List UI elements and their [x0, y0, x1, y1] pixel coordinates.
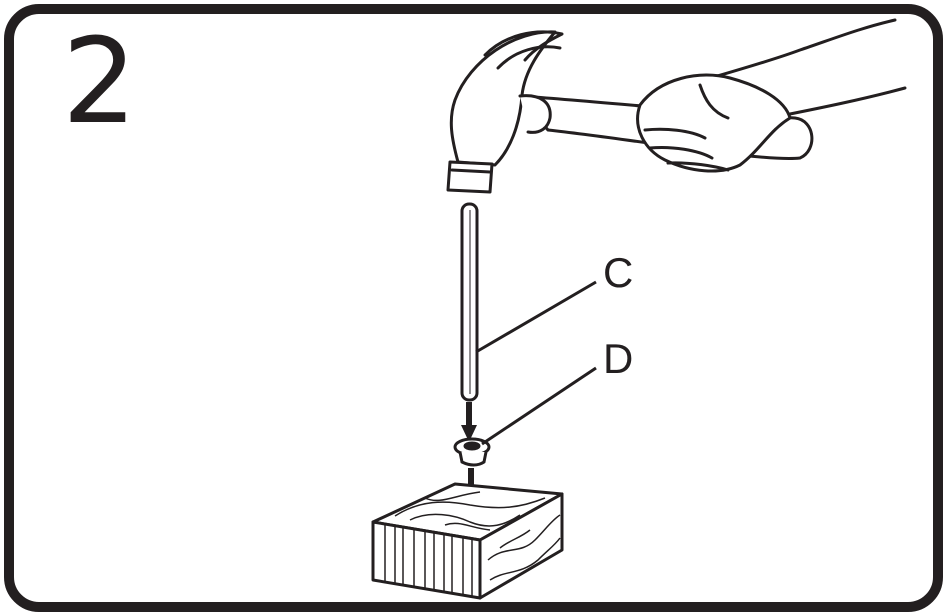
dowel-icon [460, 202, 479, 402]
insert-cap-icon [453, 437, 491, 467]
callout-label-c: C [603, 249, 634, 296]
callout-label-d: D [603, 335, 634, 382]
arrow-down-icon [461, 402, 477, 442]
hand-grip [636, 73, 792, 173]
leader-line-d [481, 366, 597, 446]
leader-line-c [475, 280, 597, 354]
step-number: 2 [62, 12, 138, 150]
wood-block-icon [371, 482, 564, 600]
